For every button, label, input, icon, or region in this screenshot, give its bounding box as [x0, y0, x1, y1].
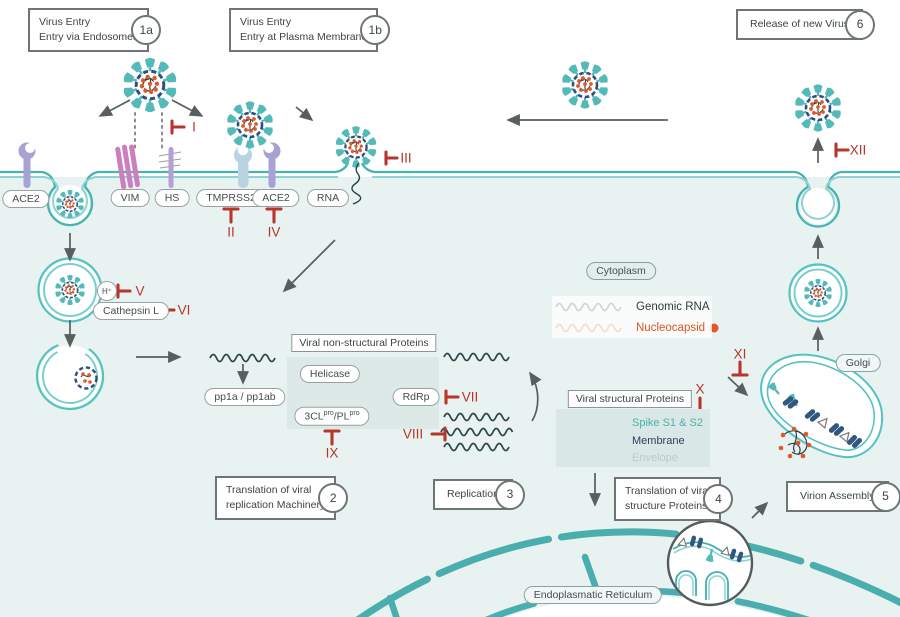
stage-box-2: Translation of viral replication Machine… — [215, 476, 349, 521]
nsp-title: Viral non-structural Proteins — [291, 334, 437, 352]
stage-1a-line1: Virus Entry — [39, 16, 91, 28]
virus-icon-on-receptors — [226, 101, 274, 149]
protease-base2: /PL — [333, 410, 350, 423]
nucleocapsid-tangle — [778, 426, 812, 459]
stage-2-line1: Translation of viral — [226, 484, 312, 496]
virus-icon-free-left — [122, 57, 178, 113]
inhibitor-VI: VI — [177, 302, 191, 318]
label-proteases: 3CLpro/PLpro — [294, 406, 370, 426]
legend-nucleocapsid: Nucleocapsid — [636, 322, 706, 334]
stage-box-1b: Virus Entry Entry at Plasma Membrane 1b — [229, 8, 391, 53]
stage-6-number: 6 — [845, 9, 876, 40]
row-envelope: Envelope — [632, 452, 678, 464]
label-pp1a-pp1ab: pp1a / pp1ab — [204, 388, 286, 406]
protease-sup1: pro — [323, 409, 334, 417]
label-tmprss2: TMPRSS2 — [196, 189, 266, 207]
stage-1b-number: 1b — [360, 15, 391, 46]
label-h-plus: H⁺ — [97, 281, 117, 301]
stage-2-number: 2 — [318, 483, 349, 514]
label-cytoplasm: Cytoplasm — [586, 262, 656, 280]
legend-genomic-rna: Genomic RNA — [636, 301, 710, 313]
label-helicase: Helicase — [299, 365, 361, 383]
stage-5-number: 5 — [870, 481, 900, 512]
label-rdrp: RdRp — [392, 388, 440, 406]
structural-panel — [556, 409, 710, 467]
protease-sup2: pro — [349, 409, 360, 417]
stage-3-number: 3 — [494, 479, 525, 510]
label-ace2-right: ACE2 — [252, 189, 300, 207]
inhibitor-X: X — [695, 381, 705, 397]
stage-6-line1: Release of new Virus — [750, 18, 850, 30]
protease-base1: 3CL — [304, 410, 324, 423]
stage-1b-line1: Virus Entry — [240, 16, 292, 28]
stage-2-line2: replication Machinery — [226, 499, 326, 512]
inhibitor-IX: IX — [325, 445, 339, 461]
attachment-dotted-lines — [134, 112, 163, 151]
stage-4-line2: structure Proteins — [625, 500, 708, 513]
stage-4-number: 4 — [703, 484, 734, 515]
vim-receptor — [115, 144, 140, 190]
label-rna: RNA — [306, 189, 350, 207]
stage-4-line1: Translation of viral — [625, 485, 711, 497]
rna-entering-strand — [351, 162, 362, 205]
ace2-receptor-right — [263, 142, 281, 188]
inhibitor-VIII: VIII — [402, 426, 424, 442]
endosome-uncoating — [35, 341, 105, 411]
stage-box-3: Replication 3 — [433, 479, 525, 511]
stage-1b-line2: Entry at Plasma Membrane — [240, 31, 368, 44]
inhibitor-IV: IV — [267, 224, 281, 240]
hs-receptor — [158, 147, 182, 188]
label-ace2-left: ACE2 — [2, 190, 50, 208]
inhibitor-V: V — [135, 283, 145, 299]
stage-1a-number: 1a — [131, 15, 162, 46]
legend-backdrop — [552, 296, 712, 338]
label-golgi: Golgi — [835, 354, 881, 372]
tmprss2-receptor — [234, 144, 252, 188]
er-magnifier — [666, 519, 754, 607]
genomic-rna-strands — [209, 352, 514, 452]
stage-box-6: Release of new Virus 6 — [736, 9, 876, 41]
stage-box-1a: Virus Entry Entry via Endosomes 1a — [28, 8, 162, 53]
inhibitor-XI: XI — [733, 346, 747, 362]
virus-icon-released — [794, 84, 842, 132]
label-cathepsin-l: Cathepsin L — [92, 302, 170, 320]
label-vim: VIM — [110, 189, 150, 207]
row-membrane: Membrane — [632, 435, 685, 447]
stage-box-5: Virion Assembly 5 — [786, 481, 900, 513]
stage-box-4: Translation of viral structure Proteins … — [614, 477, 734, 522]
label-hs: HS — [154, 189, 190, 207]
label-er: Endoplasmatic Reticulum — [523, 586, 663, 604]
row-spike: Spike S1 & S2 — [632, 417, 703, 429]
stage-3-line1: Replication — [447, 488, 499, 500]
inhibitor-I: I — [192, 119, 196, 135]
inhibitor-II: II — [227, 224, 235, 240]
stage-1a-line2: Entry via Endosomes — [39, 31, 139, 44]
inhibitor-XII: XII — [849, 142, 867, 158]
inhibitor-III: III — [400, 150, 412, 166]
virus-icon-center — [561, 61, 609, 109]
inhibitor-VII: VII — [461, 389, 479, 405]
structural-title: Viral structural Proteins — [567, 390, 693, 408]
virus-icon-fusing — [335, 126, 377, 168]
ace2-receptor-left — [18, 142, 36, 188]
stage-5-line1: Virion Assembly — [800, 490, 875, 502]
